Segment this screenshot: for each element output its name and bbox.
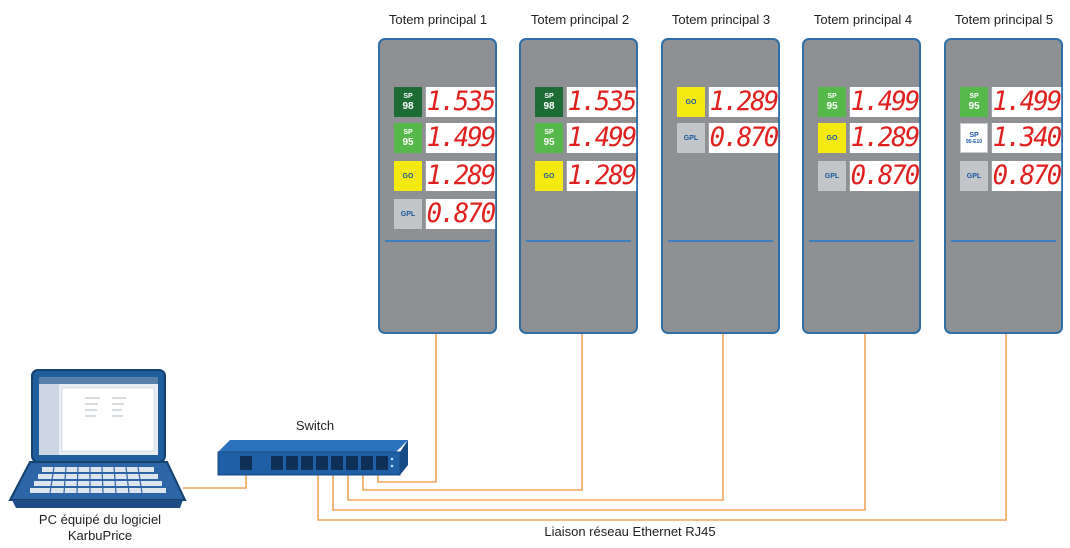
fuel-type-label: GO (402, 172, 414, 180)
totem-title-2: Totem principal 2 (530, 12, 630, 27)
fuel-grade-label: 95 (402, 136, 414, 148)
fuel-type-label: SP (403, 128, 413, 136)
pc-label-line1: PC équipé du logiciel (38, 512, 162, 527)
totem-separator (668, 240, 773, 242)
fuel-type-label: GPL (824, 172, 840, 180)
switch-label: Switch (295, 418, 335, 433)
fuel-type-badge: GO (677, 87, 705, 117)
totem-separator (385, 240, 490, 242)
fuel-type-label: GO (543, 172, 555, 180)
fuel-type-badge: GO (535, 161, 563, 191)
fuel-grade-label: 98 (543, 100, 555, 112)
network-switch-icon (217, 440, 408, 476)
network-label: Liaison réseau Ethernet RJ45 (544, 524, 716, 539)
price-display: 1.289 (566, 160, 637, 191)
fuel-type-label: GO (685, 98, 697, 106)
pc-label-line2: KarbuPrice (67, 528, 133, 543)
totem-title-3: Totem principal 3 (671, 12, 771, 27)
totem-separator (809, 240, 914, 242)
cable-totem-2 (362, 334, 583, 491)
fuel-type-label: SP (827, 92, 837, 100)
price-display: 0.870 (708, 122, 779, 153)
fuel-type-label: SP (544, 128, 554, 136)
fuel-type-label: GPL (966, 172, 982, 180)
fuel-type-badge: GO (394, 161, 422, 191)
fuel-grade-label: 95 (968, 100, 980, 112)
fuel-type-badge: GPL (818, 161, 846, 191)
cable-pc (183, 470, 247, 489)
cable-totem-4 (332, 334, 866, 511)
fuel-grade-label: 95 (826, 100, 838, 112)
fuel-type-label: GPL (400, 210, 416, 218)
cable-totem-5 (317, 334, 1007, 521)
price-display: 1.289 (425, 160, 496, 191)
totem-title-1: Totem principal 1 (388, 12, 488, 27)
price-display: 0.870 (991, 160, 1062, 191)
fuel-type-label: SP (403, 92, 413, 100)
laptop-icon (8, 369, 187, 508)
cable-totem-1 (377, 334, 437, 483)
price-display: 1.499 (849, 86, 920, 117)
price-display: 0.870 (849, 160, 920, 191)
fuel-type-label: GPL (683, 134, 699, 142)
fuel-type-label: SP (969, 92, 979, 100)
totem-separator (951, 240, 1056, 242)
pc-label: PC équipé du logiciel KarbuPrice (0, 512, 200, 544)
fuel-type-label: SP (544, 92, 554, 100)
fuel-type-label: GO (826, 134, 838, 142)
price-display: 1.499 (425, 122, 496, 153)
fuel-grade-label: 95-E10 (965, 138, 983, 145)
totem-separator (526, 240, 631, 242)
ethernet-cables (183, 334, 1007, 521)
price-display: 1.340 (991, 122, 1062, 153)
price-display: 1.499 (566, 122, 637, 153)
price-display: 1.289 (708, 86, 779, 117)
totem-title-4: Totem principal 4 (813, 12, 913, 27)
fuel-grade-label: 95 (543, 136, 555, 148)
fuel-type-badge: GPL (394, 199, 422, 229)
price-display: 1.289 (849, 122, 920, 153)
price-display: 0.870 (425, 198, 496, 229)
fuel-grade-label: 98 (402, 100, 414, 112)
cable-totem-3 (347, 334, 724, 501)
fuel-type-badge: GPL (677, 123, 705, 153)
fuel-type-badge: GO (818, 123, 846, 153)
totem-title-5: Totem principal 5 (954, 12, 1054, 27)
price-display: 1.535 (566, 86, 637, 117)
price-display: 1.535 (425, 86, 496, 117)
fuel-type-label: SP (969, 131, 979, 139)
price-display: 1.499 (991, 86, 1062, 117)
fuel-type-badge: GPL (960, 161, 988, 191)
